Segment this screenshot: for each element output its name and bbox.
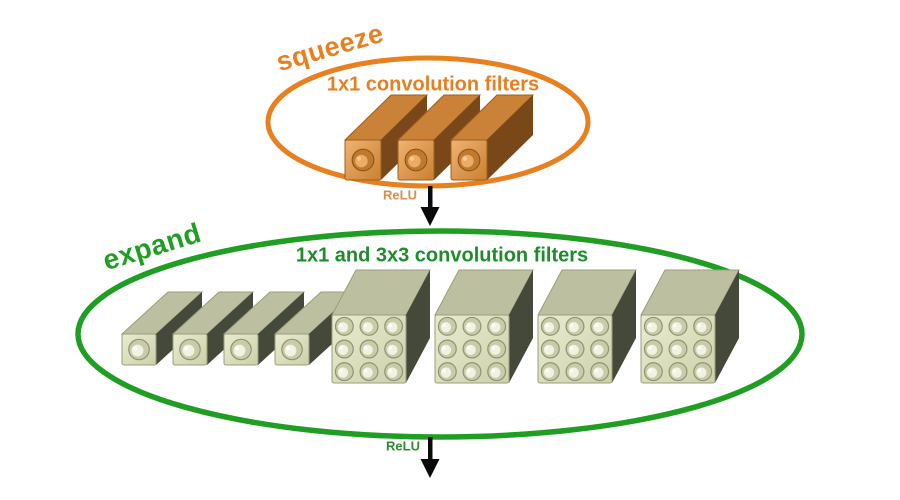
squeeze-1x1-filter-block [449,94,535,181]
expand-filters-label: 1x1 and 3x3 convolution filters [295,244,589,267]
relu-arrow-bottom [420,437,440,478]
expand-3x3-filter-block [640,269,740,384]
expand-3x3-filter-block [331,269,431,384]
filter-blocks-layer [120,94,740,384]
squeeze-filters-label: 1x1 convolution filters [326,73,540,96]
squeeze-1x1-filter-block [396,94,482,181]
expand-relu-label: ReLU [386,438,420,454]
expand-ellipse [75,228,805,440]
expand-3x3-filter-block [537,269,637,384]
expand-3x3-filter-block [434,269,534,384]
relu-arrow-top [420,186,440,226]
squeeze-relu-label: ReLU [383,187,417,203]
